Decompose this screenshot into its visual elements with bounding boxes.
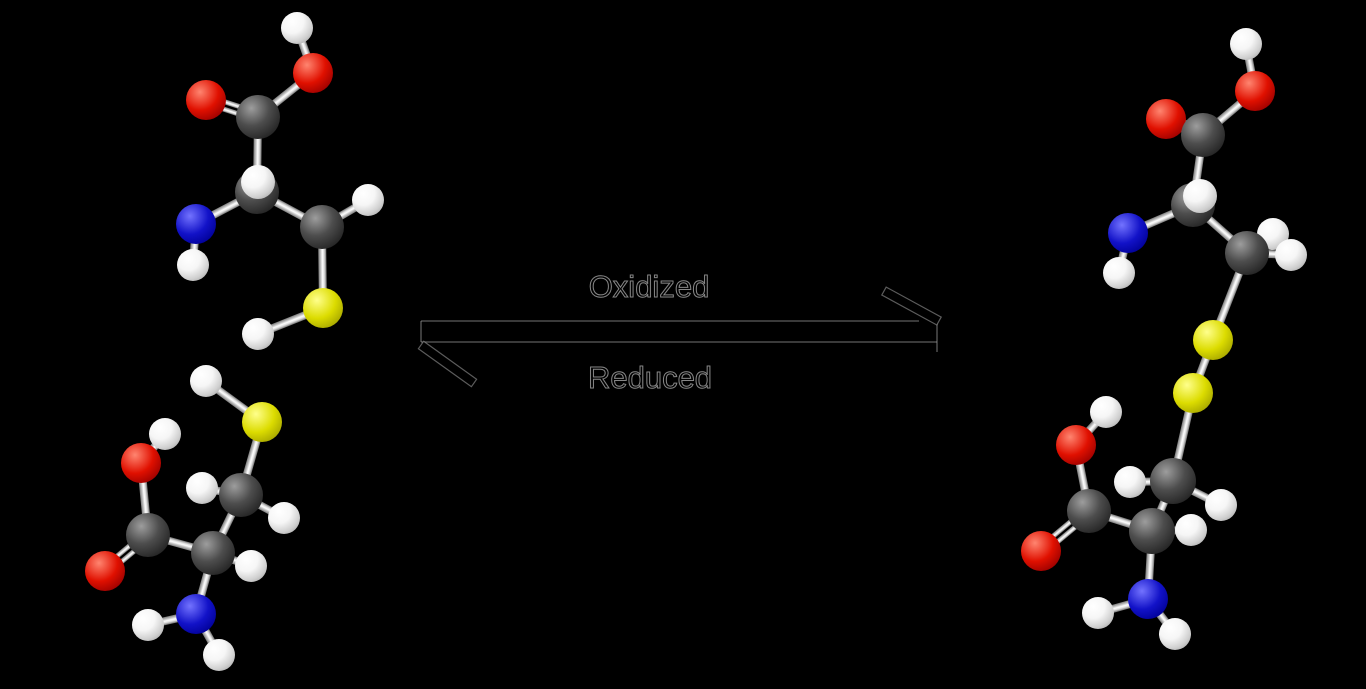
reverse-arrowhead [417, 340, 478, 388]
forward-label: Oxidized [588, 269, 710, 304]
forward-arrowhead [880, 286, 943, 326]
reverse-label: Reduced [587, 360, 713, 395]
